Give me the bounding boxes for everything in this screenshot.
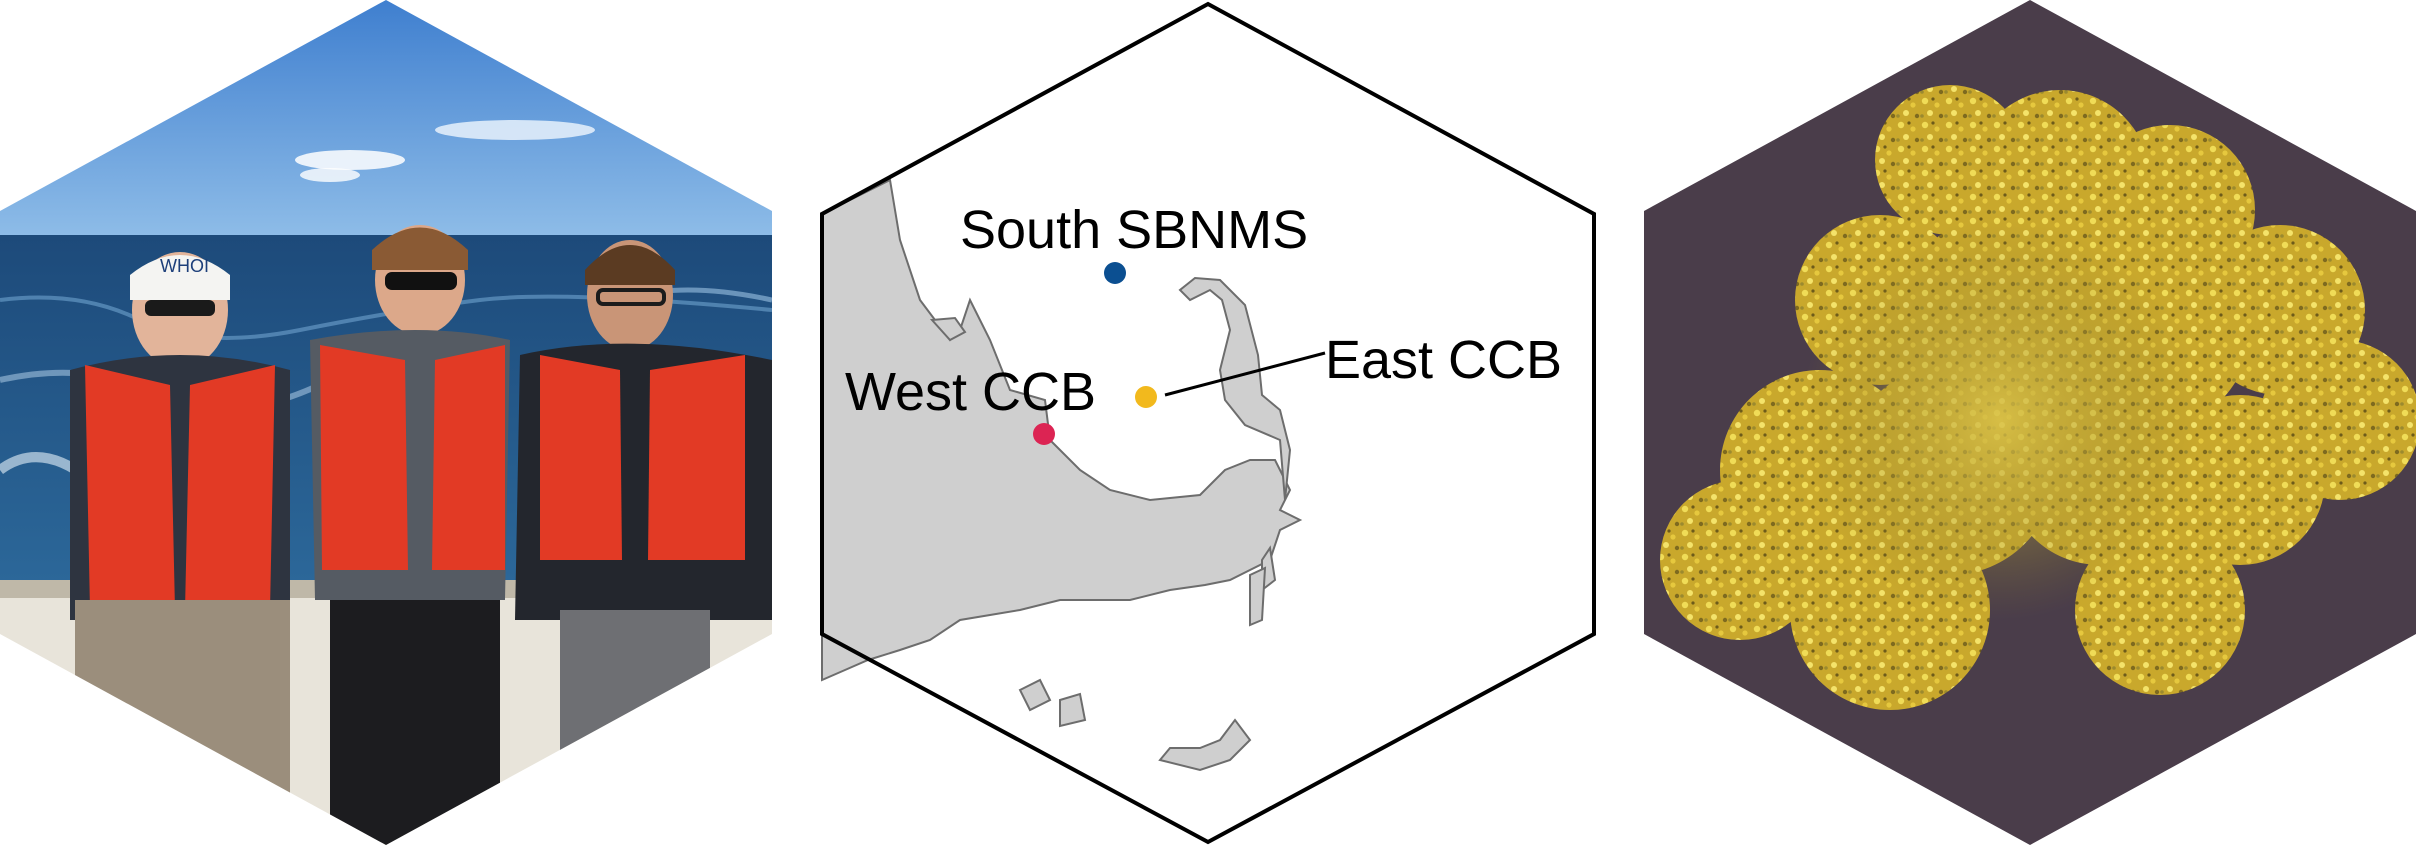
- site-label-south-sbnms: South SBNMS: [960, 200, 1308, 260]
- land-mass: [821, 178, 1303, 772]
- field-photo: WHOI: [0, 0, 772, 845]
- map-hex-frame: [822, 4, 1594, 842]
- site-label-east-ccb: East CCB: [1325, 330, 1562, 390]
- east-ccb-leader-line: [1164, 351, 1326, 397]
- site-marker-south-sbnms: [1104, 262, 1126, 284]
- site-marker-west-ccb: [1033, 423, 1055, 445]
- site-marker-east-ccb: [1135, 386, 1157, 408]
- cap-logo-text: WHOI: [160, 256, 209, 276]
- map-hex-outline: [820, 1, 1596, 845]
- colony-micrograph: [1644, 0, 2416, 845]
- colony: [1660, 85, 2416, 710]
- map-panel: South SBNMS West CCB East CCB: [820, 1, 1596, 845]
- site-label-west-ccb: West CCB: [845, 362, 1096, 422]
